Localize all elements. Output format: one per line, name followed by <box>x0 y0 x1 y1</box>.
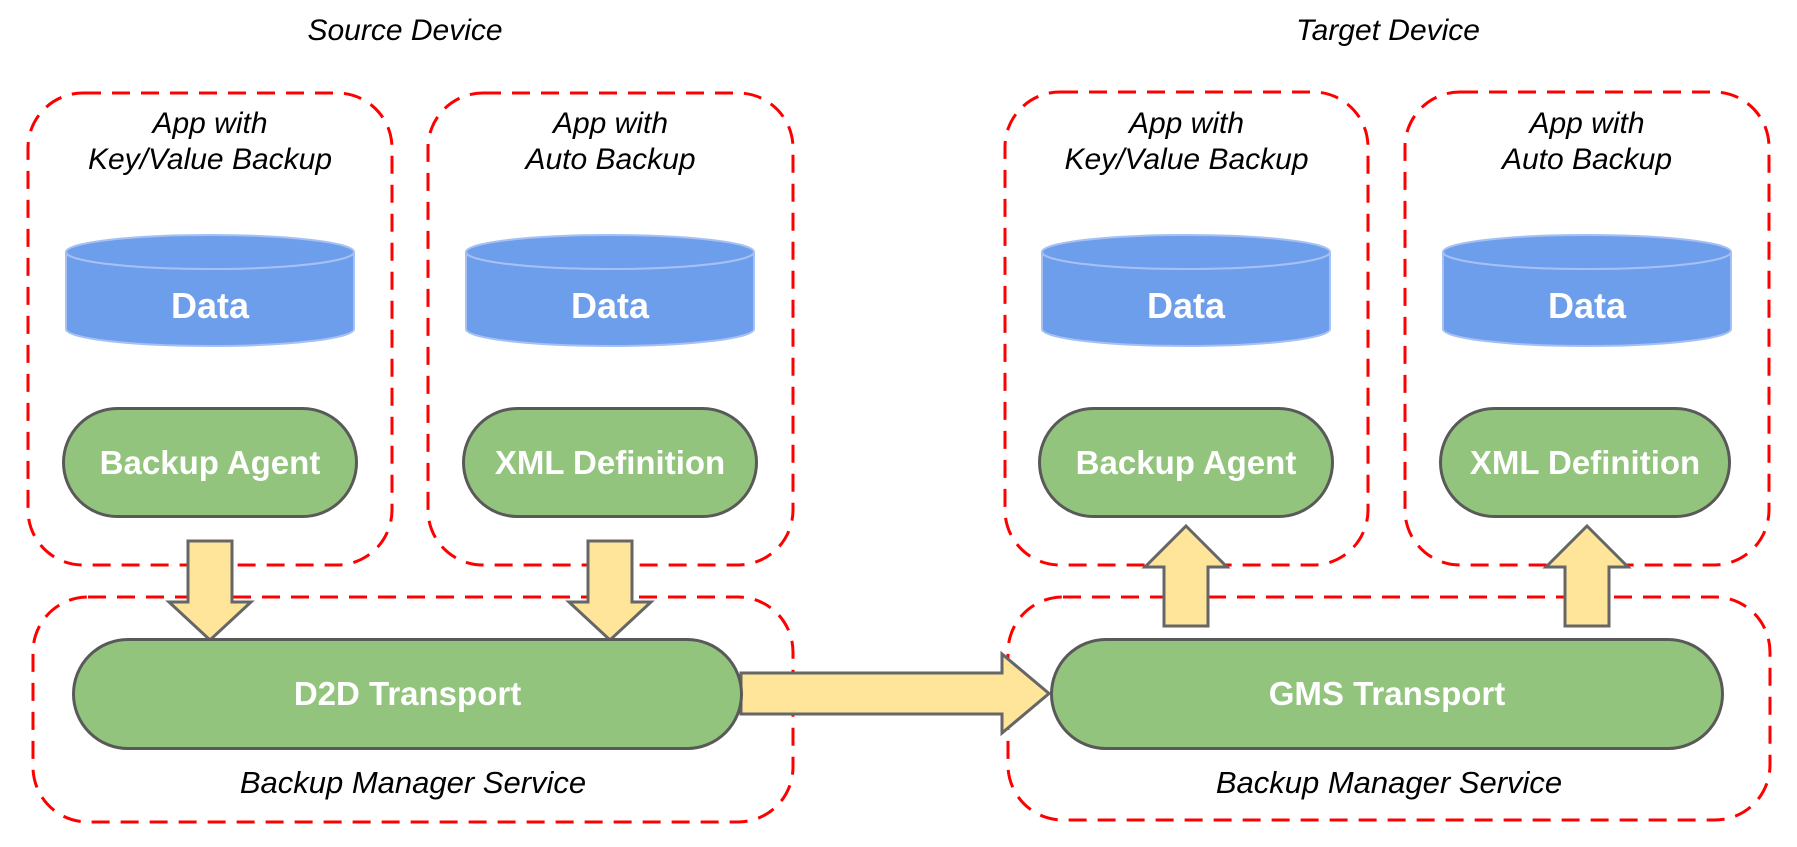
target-backup-agent-pill: Backup Agent <box>1038 407 1334 518</box>
source-backup-agent-pill: Backup Agent <box>62 407 358 518</box>
right-arrow-d2d-to-gms <box>739 650 1052 737</box>
source-backup-manager-label: Backup Manager Service <box>239 765 587 800</box>
source-keyvalue-app-label: App with Key/Value Backup <box>87 107 333 176</box>
source-device-title: Source Device <box>307 14 503 47</box>
gms-transport-pill: GMS Transport <box>1050 638 1724 750</box>
source-autobackup-app-box <box>426 91 795 567</box>
source-xml-definition-pill: XML Definition <box>462 407 758 518</box>
target-autobackup-app-label: App with Auto Backup <box>1501 107 1673 176</box>
target-backup-manager-box <box>1006 595 1772 822</box>
target-autobackup-data-label: Data <box>1547 284 1627 326</box>
target-keyvalue-data-label: Data <box>1146 284 1226 326</box>
up-arrow-gms-to-backup-agent <box>1141 523 1231 628</box>
up-arrow-gms-to-xml-definition <box>1542 523 1632 628</box>
down-arrow-xml-definition-to-d2d <box>565 539 655 643</box>
target-keyvalue-app-label: App with Key/Value Backup <box>1064 107 1309 176</box>
down-arrow-backup-agent-to-d2d <box>165 539 255 643</box>
source-autobackup-data-label: Data <box>570 284 650 326</box>
target-device-title: Target Device <box>1296 14 1480 47</box>
target-xml-definition-pill: XML Definition <box>1439 407 1731 518</box>
source-autobackup-app-label: App with Auto Backup <box>525 107 696 176</box>
target-keyvalue-data-cylinder-icon <box>1041 234 1331 347</box>
target-backup-manager-label: Backup Manager Service <box>1215 765 1563 800</box>
source-autobackup-data-cylinder-icon <box>465 234 755 347</box>
d2d-transport-pill: D2D Transport <box>72 638 743 750</box>
source-keyvalue-data-label: Data <box>170 284 250 326</box>
target-autobackup-data-cylinder-icon <box>1442 234 1732 347</box>
source-keyvalue-data-cylinder-icon <box>65 234 355 347</box>
